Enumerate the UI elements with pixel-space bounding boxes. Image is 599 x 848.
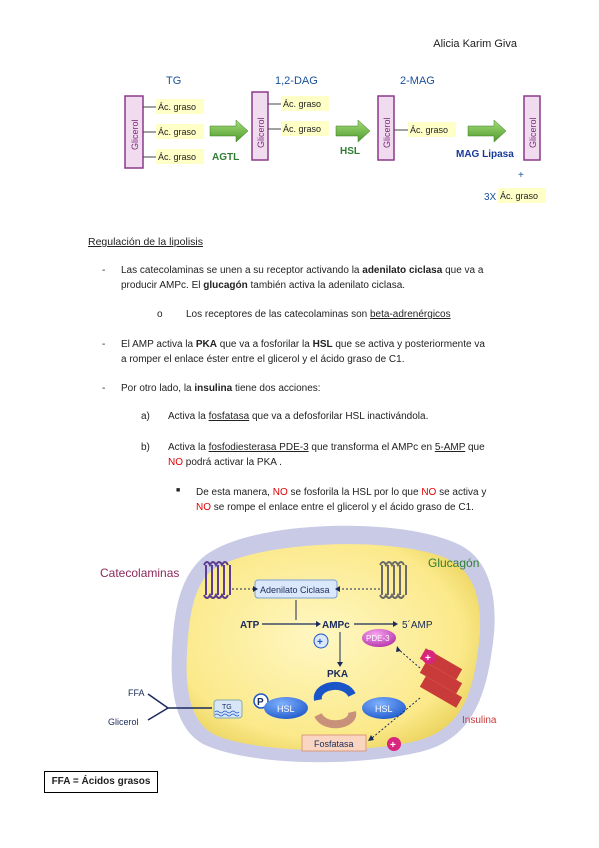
svg-text:+: + [425, 653, 431, 664]
fatty-acid-box-final [498, 188, 546, 203]
svg-text:Ác. graso: Ác. graso [158, 102, 196, 112]
bullet-pka: El AMP activa la PKA que va a fosforilar… [121, 339, 485, 365]
fatty-acid-box-mag [408, 122, 456, 137]
fatty-acid-box-dag-1 [281, 96, 329, 111]
svg-text:Ác. graso: Ác. graso [410, 125, 448, 135]
glucagon-receptor [379, 561, 407, 599]
fosfatasa-box [301, 734, 367, 752]
svg-text:Fosfatasa: Fosfatasa [314, 739, 354, 749]
arrow-mag-lipasa [467, 119, 507, 143]
agtl-label: AGTL [212, 152, 239, 163]
label-a: a) [141, 411, 150, 422]
dash-2: - [102, 339, 106, 350]
arrow-hsl [335, 119, 371, 143]
glycerol-bar-final [523, 95, 541, 161]
svg-text:Ác. graso: Ác. graso [158, 127, 196, 137]
insulina-label: Insulina [462, 715, 497, 726]
fatty-acid-box-dag-2 [281, 121, 329, 136]
atp-label: ATP [240, 620, 260, 631]
svg-text:Glicerol: Glicerol [528, 117, 538, 148]
svg-text:Ác. graso: Ác. graso [158, 152, 196, 162]
x3-label: 3X [484, 192, 497, 203]
mag-label: 2-MAG [400, 75, 435, 87]
pka-label: PKA [327, 669, 348, 680]
plus-insulin-pde3 [422, 650, 436, 664]
item-a: Activa la fosfatasa que va a defosforila… [168, 411, 429, 422]
dag-label: 1,2-DAG [275, 75, 318, 87]
svg-text:PDE-3: PDE-3 [366, 634, 390, 643]
section-title: Regulación de la lipolisis [88, 236, 203, 248]
arrow-agtl [209, 119, 249, 143]
author-name: Alicia Karim Giva [433, 38, 517, 50]
hsl-phosphorylated [264, 697, 308, 719]
svg-text:Glicerol: Glicerol [256, 117, 266, 148]
catecolaminas-label: Catecolaminas [100, 566, 179, 580]
hsl-dephosphorylated [362, 697, 406, 719]
svg-text:Ác. graso: Ác. graso [283, 124, 321, 134]
hsl-label-top: HSL [340, 146, 360, 157]
five-amp-label: 5´AMP [402, 619, 433, 631]
svg-text:+: + [390, 740, 396, 751]
ampc-label: AMPc [322, 620, 350, 631]
bullet-catecolaminas: Las catecolaminas se unen a su receptor … [121, 265, 484, 291]
phosphate-circle [253, 693, 269, 709]
svg-text:+: + [317, 637, 323, 648]
glycerol-bar-dag [251, 91, 269, 161]
svg-text:Ác. graso: Ác. graso [500, 191, 538, 201]
glucagon-label: Glucagón [428, 556, 479, 570]
circle-bullet: o [157, 309, 163, 320]
dash-1: - [102, 265, 106, 276]
glicerol-label-cell: Glicerol [108, 717, 139, 727]
svg-text:Adenilato Ciclasa: Adenilato Ciclasa [260, 585, 330, 595]
plus-sign-top: + [518, 170, 524, 181]
fatty-acid-box-3 [156, 149, 204, 164]
bullet-insulina: Por otro lado, la insulina tiene dos acc… [121, 383, 321, 394]
item-conclusion: De esta manera, NO se fosforila la HSL p… [196, 487, 487, 513]
label-b: b) [141, 442, 150, 453]
mag-lipasa-label: MAG Lipasa [456, 149, 514, 160]
catecholamine-receptor [203, 561, 231, 599]
svg-text:TG: TG [222, 704, 232, 711]
svg-text:Ác. graso: Ác. graso [283, 99, 321, 109]
ffa-label: FFA [128, 688, 145, 698]
lipolysis-steps-diagram: TG Glicerol Ác. graso Ác. graso Ác. gras… [124, 75, 546, 203]
ffa-legend: FFA = Ácidos grasos [44, 771, 158, 793]
fatty-acid-box-1 [156, 99, 204, 114]
bullet-receptores: Los receptores de las catecolaminas son … [186, 309, 451, 320]
plus-insulin-fosfatasa [387, 737, 401, 751]
plus-ampc [313, 633, 329, 649]
svg-text:HSL: HSL [375, 704, 393, 714]
glycerol-text-tg: Glicerol [130, 119, 140, 150]
svg-text:HSL: HSL [277, 704, 295, 714]
pde3-enzyme [362, 629, 396, 647]
svg-text:P: P [257, 697, 264, 708]
glycerol-bar-mag [377, 95, 395, 161]
tg-droplet [213, 699, 243, 719]
item-b: Activa la fosfodiesterasa PDE-3 que tran… [168, 442, 485, 468]
adipocyte-signaling-diagram: Catecolaminas Glucagón Adenilato Ciclasa… [100, 525, 497, 763]
inactivation-cycle-arrow [314, 711, 356, 729]
dash-3: - [102, 383, 106, 394]
activation-cycle-arrow [313, 682, 356, 701]
square-bullet: ■ [176, 487, 181, 494]
svg-text:Glicerol: Glicerol [382, 117, 392, 148]
fatty-acid-box-2 [156, 124, 204, 139]
tg-label: TG [166, 75, 181, 87]
